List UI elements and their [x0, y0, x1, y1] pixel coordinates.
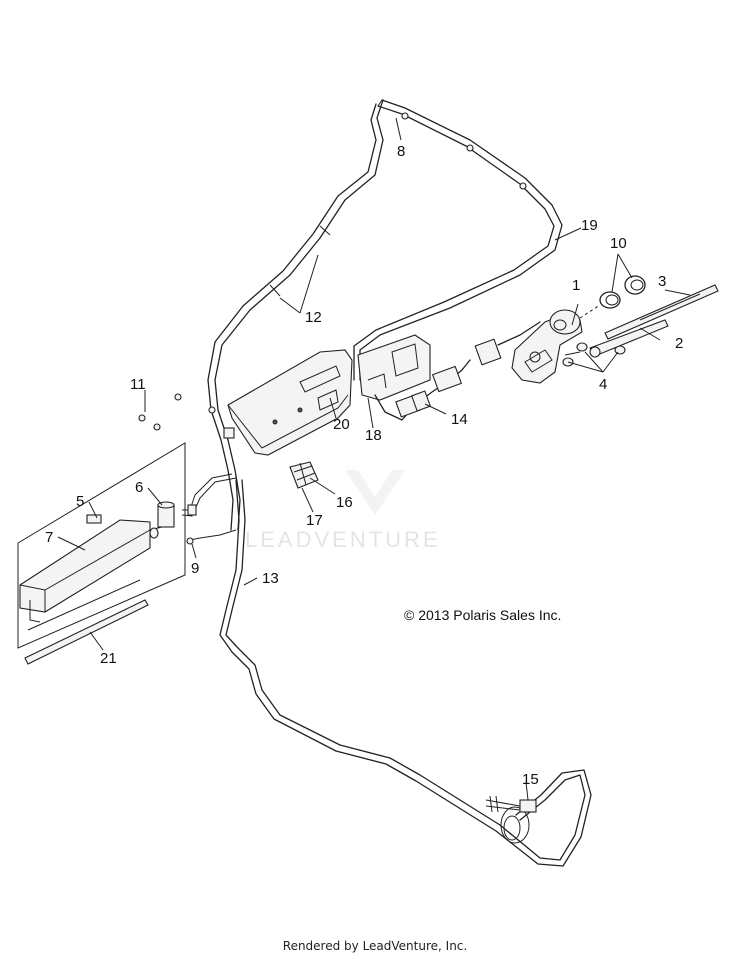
callout-5: 5 — [76, 493, 84, 510]
harness-14 — [374, 321, 541, 421]
callout-19: 19 — [581, 217, 598, 234]
cover-panel-20 — [227, 349, 353, 456]
wiper-blade-3 — [604, 284, 719, 340]
callout-13: 13 — [262, 570, 279, 587]
harness-12 — [207, 99, 384, 531]
callout-6: 6 — [135, 479, 143, 496]
callout-10: 10 — [610, 235, 627, 252]
callout-2: 2 — [675, 335, 683, 352]
callout-3: 3 — [658, 273, 666, 290]
callout-4: 4 — [599, 376, 607, 393]
wire-harness-frame — [353, 99, 563, 381]
callout-21: 21 — [100, 650, 117, 667]
callout-17: 17 — [306, 512, 323, 529]
callout-12: 12 — [305, 309, 322, 326]
footer-text: Rendered by LeadVenture, Inc. — [282, 939, 468, 953]
copyright-text: © 2013 Polaris Sales Inc. — [404, 607, 562, 623]
connector-16-17 — [289, 461, 319, 489]
watermark-text: LEADVENTURE — [245, 527, 441, 552]
leadventure-watermark-logo — [345, 470, 405, 515]
wiper-motor-1 — [511, 309, 583, 384]
washer-hose-13 — [219, 479, 592, 867]
callout-16: 16 — [336, 494, 353, 511]
washer-reservoir-assembly — [17, 442, 186, 665]
callout-14: 14 — [451, 411, 468, 428]
callout-20: 20 — [333, 416, 350, 433]
callout-18: 18 — [365, 427, 382, 444]
clamps-10 — [579, 275, 646, 319]
callout-15: 15 — [522, 771, 539, 788]
fasteners-11 — [138, 393, 216, 431]
washer-pump-6 — [149, 473, 237, 539]
callout-7: 7 — [45, 529, 53, 546]
callout-1: 1 — [572, 277, 580, 294]
leader-lines — [57, 117, 691, 801]
callout-numbers: 1 2 3 4 5 6 7 8 9 10 11 12 13 14 15 16 1… — [45, 143, 683, 788]
callout-8: 8 — [397, 143, 405, 160]
callout-11: 11 — [130, 376, 146, 393]
fitting-9 — [186, 529, 237, 545]
bracket-18 — [357, 334, 431, 401]
connector-15 — [485, 795, 537, 813]
callout-9: 9 — [191, 560, 199, 577]
wiper-arm-2 — [589, 319, 669, 358]
